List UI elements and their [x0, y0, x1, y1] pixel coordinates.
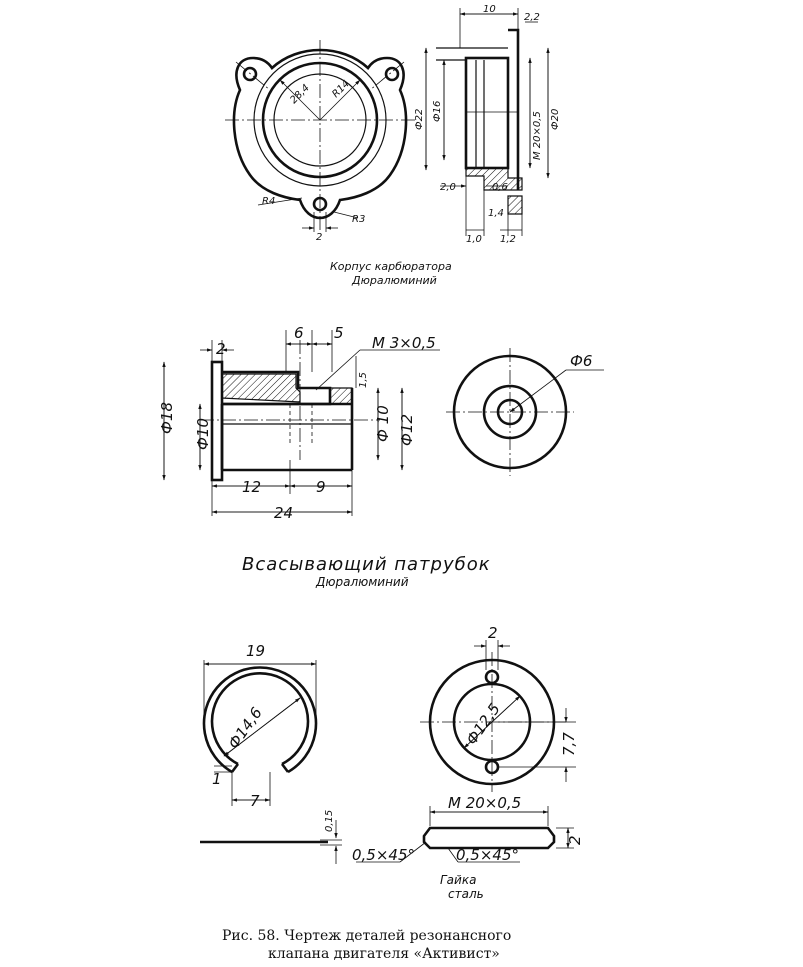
intake-pipe-end-view: Ф6 — [446, 348, 604, 476]
dim-d20: Ф20 — [550, 109, 561, 130]
dim-b06: 0,6 — [492, 182, 508, 193]
dim-d6: Ф6 — [570, 352, 592, 370]
dim-d-inner: 28,4 — [288, 83, 312, 107]
dim-chamfer2: 0,5×45° — [456, 846, 519, 864]
carburetor-body-side-section: 10 2,2 Ф22 Ф16 M 20×0,5 Ф20 2,0 0,6 1,4 … — [414, 4, 561, 245]
dim-b10: 1,0 — [466, 234, 482, 245]
dim-b2: 2,0 — [440, 182, 456, 193]
dim-l12: 12 — [242, 478, 261, 496]
dim-r-inner: R14 — [330, 78, 352, 100]
dim-l24: 24 — [274, 504, 293, 522]
dim-t015: 0,15 — [324, 810, 335, 832]
caption-line-2: клапана двигателя «Активист» — [268, 946, 500, 962]
intake-pipe-section: 2 6 5 M 3×0,5 1,5 Ф18 Ф10 Ф 10 Ф12 12 9 … — [158, 324, 440, 522]
dim-d125: Ф12,5 — [463, 700, 504, 748]
part1-title: Корпус карбюратора — [330, 260, 452, 273]
dim-r-hole: R3 — [352, 214, 365, 225]
dim-h77: 7,7 — [560, 732, 578, 756]
dim-d146: Ф14,6 — [225, 704, 266, 752]
dim-b12: 1,2 — [500, 234, 516, 245]
dim-h15: 1,5 — [358, 372, 369, 388]
dim-d18: Ф18 — [158, 402, 176, 434]
dim-gap7: 7 — [250, 792, 260, 810]
dim-w19: 19 — [246, 642, 265, 660]
spring-ring-view: 19 Ф14,6 1 7 — [202, 642, 318, 810]
dim-w-hole: 2 — [316, 232, 322, 243]
dim-thread: M 20×0,5 — [532, 111, 543, 160]
dim-d10b: Ф 10 — [374, 405, 392, 442]
dim-chamfer1: 0,5×45° — [352, 846, 415, 864]
part4-title: Гайка — [440, 873, 476, 887]
dim-d22: Ф22 — [414, 109, 425, 130]
dim-w5: 5 — [334, 324, 344, 342]
spring-ring-side-view: 0,15 — [200, 810, 342, 864]
dim-top-flange: 2,2 — [524, 12, 540, 23]
part4-material: сталь — [448, 887, 484, 901]
caption-line-1: Рис. 58. Чертеж деталей резонансного — [222, 928, 511, 944]
part1-material: Дюралюминий — [351, 274, 437, 287]
dim-thread-m3: M 3×0,5 — [372, 334, 436, 352]
dim-d12: Ф12 — [398, 414, 416, 446]
dim-thread-nut: M 20×0,5 — [448, 794, 521, 812]
dim-r-lug: R4 — [262, 196, 275, 207]
nut-side-view: M 20×0,5 2 0,5×45° 0,5×45° — [352, 794, 584, 864]
dim-w2: 2 — [488, 624, 498, 642]
part2-material: Дюралюминий — [315, 575, 409, 589]
dim-b14: 1,4 — [488, 208, 504, 219]
dim-d16: Ф16 — [432, 101, 443, 122]
dim-d10: Ф10 — [194, 418, 212, 450]
dim-gap1: 1 — [212, 770, 222, 788]
dim-flange: 2 — [216, 340, 226, 358]
dim-t2: 2 — [566, 835, 584, 845]
dim-l9: 9 — [316, 478, 326, 496]
part2-title: Всасывающий патрубок — [242, 554, 491, 575]
nut-front-view: 2 Ф12,5 7,7 — [420, 624, 578, 792]
dim-w6: 6 — [294, 324, 304, 342]
carburetor-body-front-view: 28,4 R14 R4 R3 2 — [225, 40, 415, 243]
dim-top-len: 10 — [483, 4, 496, 15]
